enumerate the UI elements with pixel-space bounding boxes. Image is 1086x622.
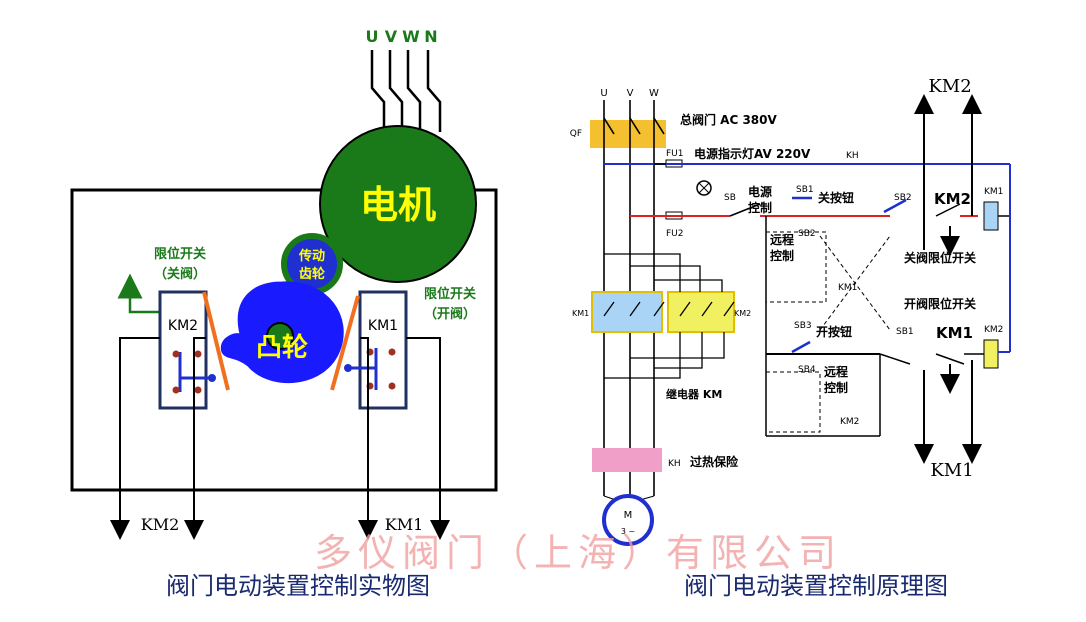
km2-contactor bbox=[667, 291, 735, 333]
motor-m: M bbox=[624, 510, 633, 521]
fu2-label: FU2 bbox=[666, 229, 684, 239]
close-btn-label: 关按钮 bbox=[818, 190, 854, 205]
sb3-label: SB3 bbox=[794, 321, 812, 331]
km1-contact-label: KM1 bbox=[936, 324, 973, 342]
left-switch-sub: （关阀） bbox=[154, 266, 206, 282]
km1-coil bbox=[983, 201, 999, 231]
motor-label: 电机 bbox=[360, 183, 436, 227]
indicator-label-prefix: 电源指示灯AV 220V bbox=[694, 146, 811, 161]
kh-overheat bbox=[592, 448, 662, 472]
km2-coil bbox=[983, 339, 999, 369]
km2-right-label: KM2 bbox=[734, 309, 751, 318]
km1-mid-label: KM1 bbox=[838, 283, 857, 293]
motor-circle bbox=[319, 125, 477, 283]
km1-coil-label: KM1 bbox=[984, 187, 1003, 197]
overheat-label: 过热保险 bbox=[690, 454, 739, 469]
left-out-label: KM2 bbox=[141, 515, 180, 534]
km2-contact-label: KM2 bbox=[934, 190, 971, 208]
km1-contactor bbox=[591, 291, 663, 333]
sb2-label: SB2 bbox=[894, 193, 912, 203]
remote-2b: 控制 bbox=[824, 380, 848, 395]
motor-3: 3 ~ bbox=[621, 527, 635, 536]
sb2b-label: SB2 bbox=[798, 229, 816, 239]
right-out-wire-1 bbox=[358, 337, 378, 540]
right-out-label: KM1 bbox=[385, 515, 424, 534]
km2-low-label: KM2 bbox=[840, 417, 859, 427]
open-btn-label: 开按钮 bbox=[816, 324, 852, 339]
left-switch-title: 限位开关 bbox=[154, 246, 206, 262]
left-box-label: KM2 bbox=[168, 318, 198, 334]
left-caption: 阀门电动装置控制实物图 bbox=[166, 572, 430, 600]
kh-label: KH bbox=[668, 459, 681, 469]
gear-label-1: 传动 bbox=[298, 248, 325, 264]
close-limit-label: 关阀限位开关 bbox=[904, 250, 976, 265]
remote-1b: 控制 bbox=[770, 248, 794, 263]
gear-label-2: 齿轮 bbox=[299, 266, 325, 282]
open-limit-label: 开阀限位开关 bbox=[904, 296, 976, 311]
sb4-label: SB4 bbox=[798, 365, 816, 375]
relay-label: 继电器 KM bbox=[666, 387, 722, 401]
km1-bottom-label: KM1 bbox=[930, 460, 973, 481]
sb-label: SB bbox=[724, 193, 736, 203]
left-out-wire-2 bbox=[184, 337, 206, 540]
qf-label: QF bbox=[570, 129, 582, 139]
left-physical-diagram: U V W N 电机 传动 齿轮 凸轮 限位开关 （关阀） KM2 KM2 限位… bbox=[70, 27, 498, 600]
power-ctrl-1: 电源 bbox=[748, 184, 772, 199]
right-switch-title: 限位开关 bbox=[424, 286, 476, 302]
watermark: 多仪阀门（上海）有限公司 bbox=[314, 531, 842, 575]
km2-coil-label: KM2 bbox=[984, 325, 1003, 335]
right-schematic: U V W QF 总阀门 AC 380V FU1 电源指示灯AV 220V KH… bbox=[570, 76, 1011, 600]
phase-v: V bbox=[627, 88, 634, 99]
sb1-label: SB1 bbox=[796, 185, 814, 195]
phase-u: U bbox=[600, 88, 607, 99]
km1-left-label: KM1 bbox=[572, 309, 589, 318]
right-caption: 阀门电动装置控制原理图 bbox=[684, 572, 948, 600]
remote-1a: 远程 bbox=[770, 232, 794, 247]
schematic-motor bbox=[602, 494, 654, 546]
sb1b-label: SB1 bbox=[896, 327, 914, 337]
supply-label-u: U bbox=[366, 27, 379, 46]
right-box-label: KM1 bbox=[368, 318, 398, 334]
main-valve-label: 总阀门 AC 380V bbox=[680, 112, 777, 127]
cam-label: 凸轮 bbox=[256, 333, 308, 363]
km2-top-label: KM2 bbox=[928, 76, 971, 97]
right-switch-sub: （开阀） bbox=[424, 306, 476, 322]
remote-2a: 远程 bbox=[824, 364, 848, 379]
housing-frame bbox=[70, 188, 498, 492]
phase-w: W bbox=[649, 88, 659, 99]
supply-label-n: N bbox=[424, 27, 437, 46]
kh-top-label: KH bbox=[846, 151, 859, 161]
fu1-label: FU1 bbox=[666, 149, 684, 159]
cam-shaft bbox=[266, 322, 294, 350]
supply-label-v: V bbox=[385, 27, 398, 46]
right-out-wire-2 bbox=[406, 337, 450, 540]
right-lever bbox=[330, 295, 360, 391]
supply-lines bbox=[370, 50, 442, 132]
power-ctrl-2: 控制 bbox=[748, 200, 772, 215]
left-lever bbox=[202, 291, 230, 391]
supply-label-w: W bbox=[402, 27, 420, 46]
right-switch-box bbox=[358, 290, 408, 410]
left-out-wire-1 bbox=[110, 337, 160, 540]
